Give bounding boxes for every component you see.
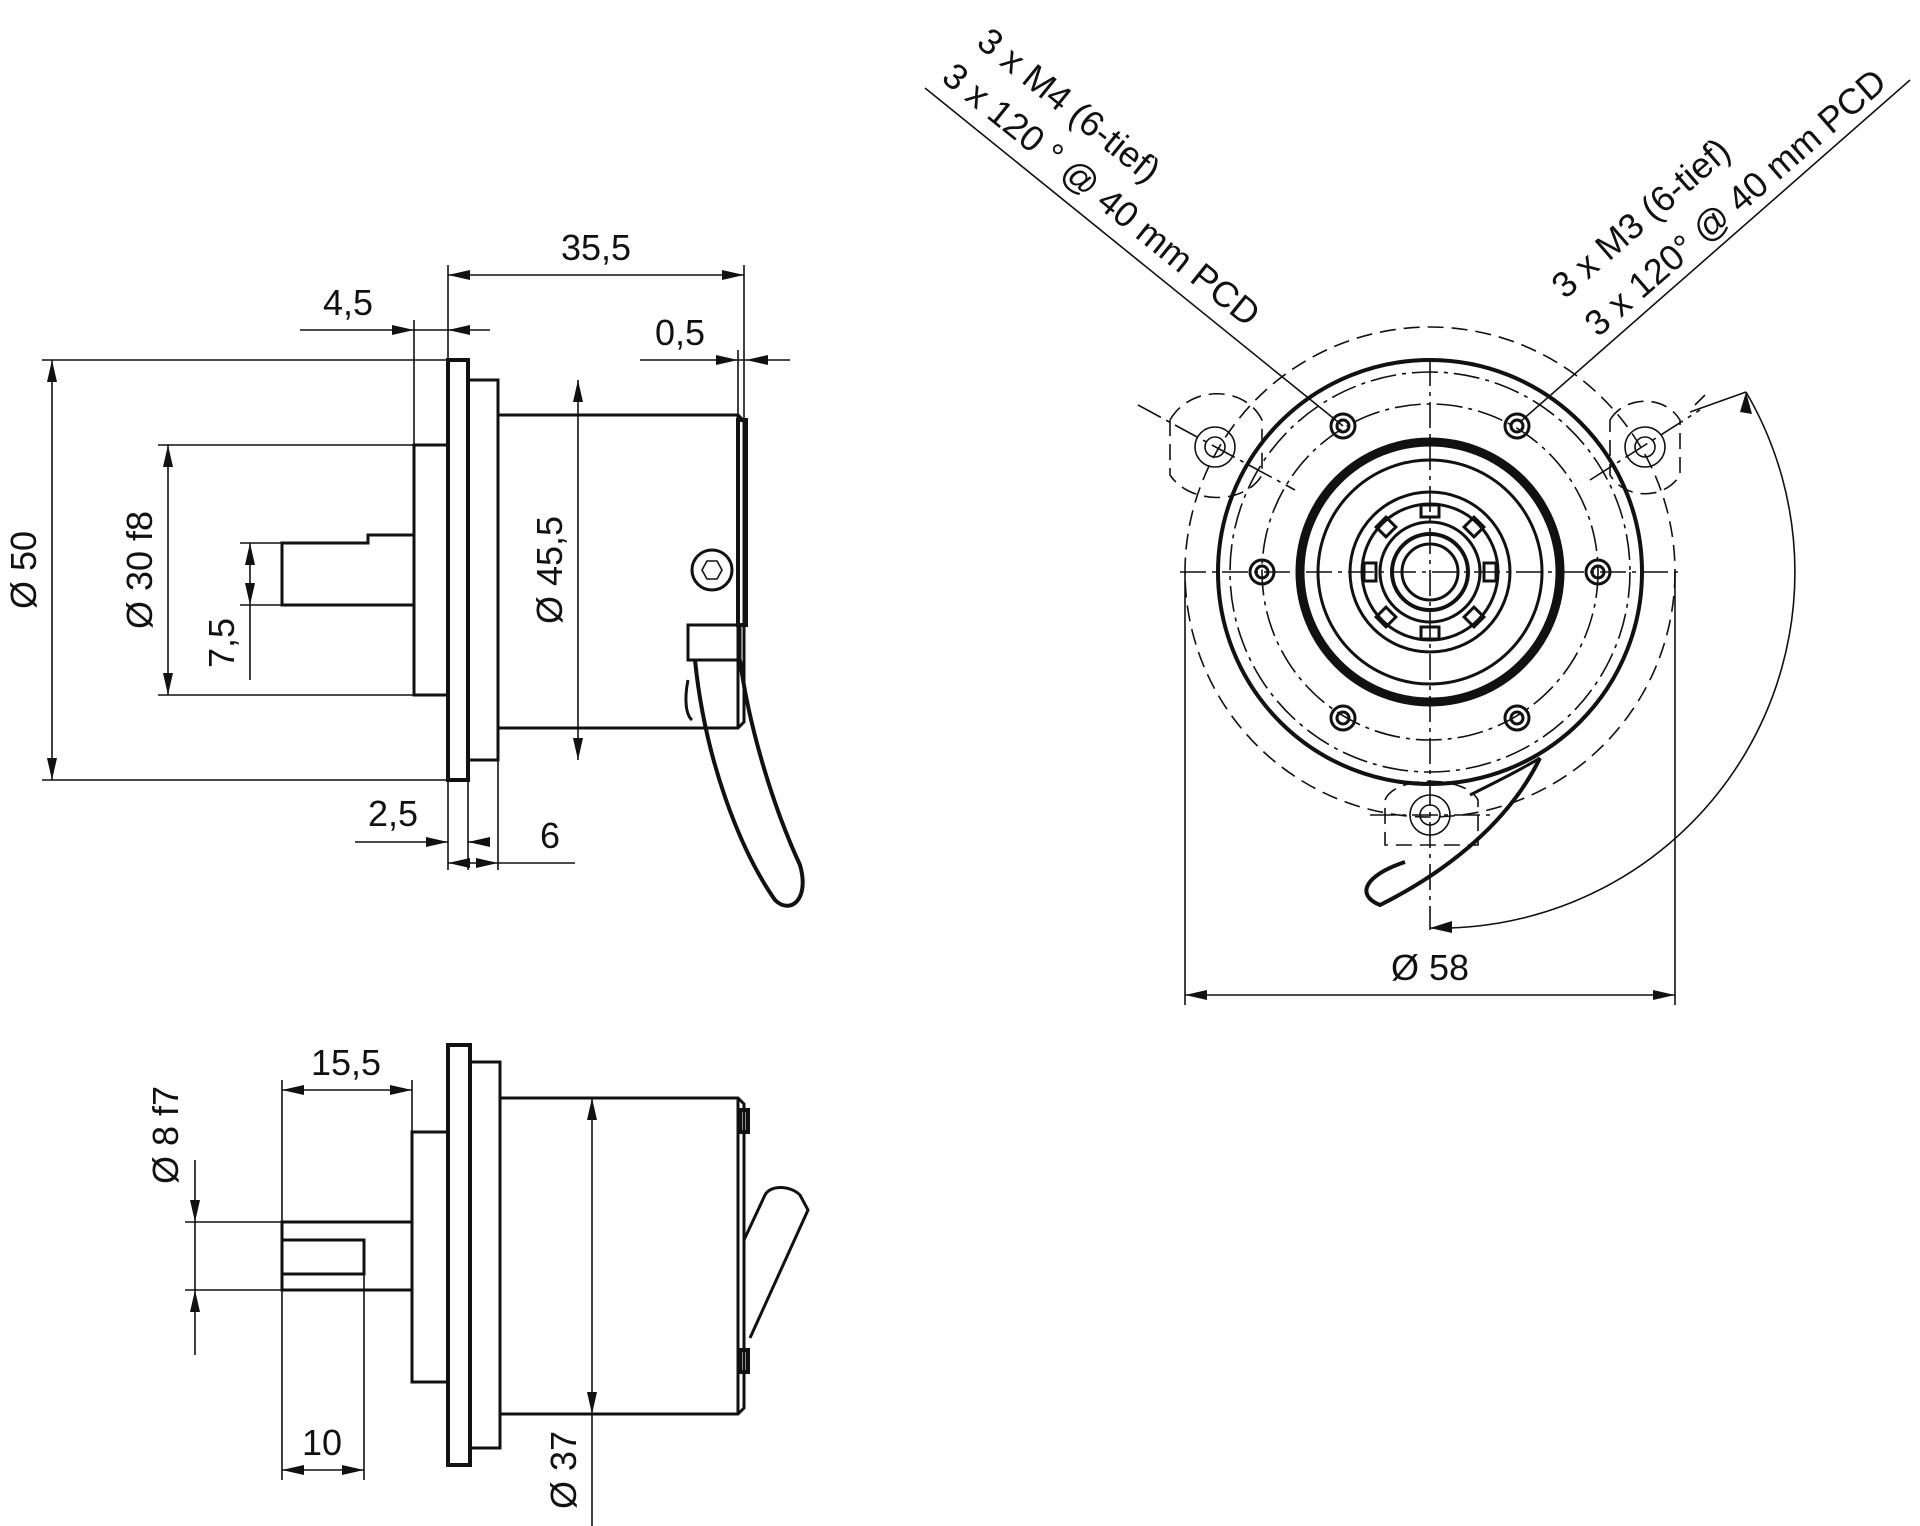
dim-15-5: 15,5 [311,1042,381,1083]
dim-dia-37: Ø 37 [543,1431,584,1509]
dim-0-5: 0,5 [655,312,705,353]
servo-clamp-bottom [1370,780,1495,846]
dimensions-side-view-top: 35,5 4,5 0,5 Ø 50 Ø 30 f8 7,5 [3,227,790,870]
callout-m4-line2: 3 x 120 ° @ 40 mm PCD [935,54,1268,334]
callout-m3: 3 x M3 (6-tief) 3 x 120° @ 40 mm PCD [1519,60,1911,423]
dim-dia-50: Ø 50 [3,531,44,609]
dim-4-5: 4,5 [323,282,373,323]
dim-7-5: 7,5 [201,618,242,668]
dim-dia-45-5: Ø 45,5 [529,516,570,624]
callout-m3-line2: 3 x 120° @ 40 mm PCD [1576,60,1894,344]
dim-10: 10 [302,1422,342,1463]
dim-dia-30-f8: Ø 30 f8 [119,511,160,629]
dim-dia-8-f7: Ø 8 f7 [145,1086,186,1184]
side-view-bottom [280,1043,810,1467]
dim-dia-58: Ø 58 [1391,947,1469,988]
dimensions-side-view-bottom: 15,5 Ø 8 f7 10 Ø 37 [145,1042,597,1526]
dim-6: 6 [540,815,560,856]
callout-m4: 3 x M4 (6-tief) 3 x 120 ° @ 40 mm PCD [924,19,1344,427]
dim-2-5: 2,5 [368,793,418,834]
side-view-top [280,358,805,908]
dim-35-5: 35,5 [561,227,631,268]
front-view [1137,326,1796,933]
servo-clamp-right [1589,400,1701,495]
dimension-dia-58: Ø 58 [1184,572,1676,1005]
servo-clamp-left [1137,392,1296,499]
